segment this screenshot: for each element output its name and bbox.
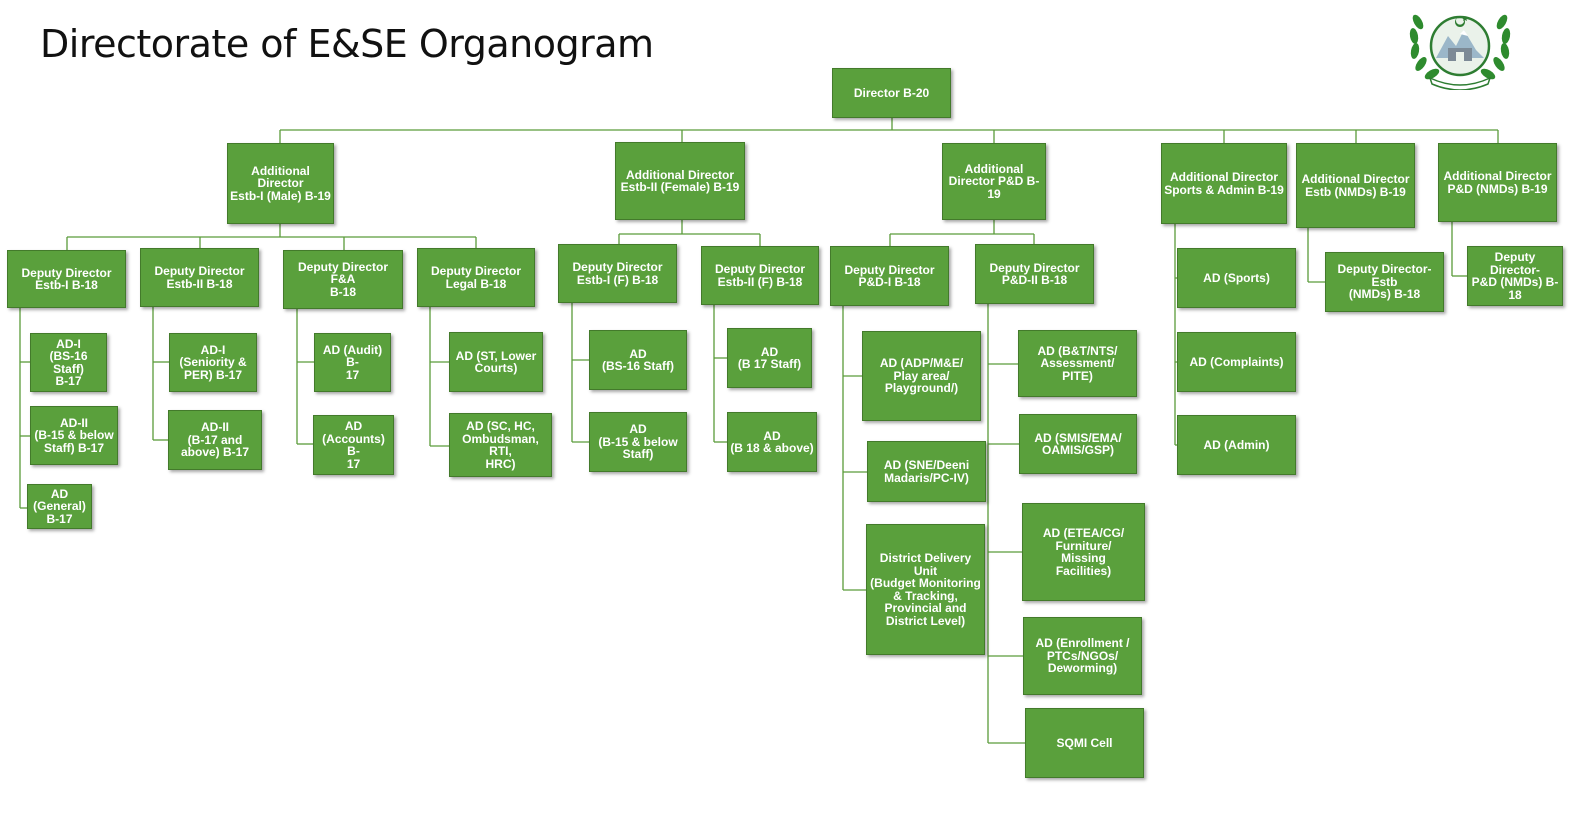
district-delivery-unit-label: District Delivery Unit (Budget Monitorin… [870,551,981,628]
additional-director-estb-ii-female-box: Additional Director Estb-II (Female) B-1… [615,142,745,220]
additional-director-pd-box: Additional Director P&D B-19 [942,143,1046,220]
deputy-director-estb-i-f-label: Deputy Director Estb-I (F) B-18 [572,260,663,287]
ad-adp-me-playarea-label: AD (ADP/M&E/ Play area/ Playground/) [879,356,964,396]
ad-bt-nts-assessment-label: AD (B&T/NTS/ Assessment/ PITE) [1037,343,1118,383]
ad-enrollment-ptcs-box: AD (Enrollment / PTCs/NGOs/ Deworming) [1023,617,1142,695]
ad-b15-below-staff-f-label: AD (B-15 & below Staff) [598,422,678,462]
ad-bt-nts-assessment-box: AD (B&T/NTS/ Assessment/ PITE) [1018,330,1137,397]
ad-b17-staff-f-label: AD (B 17 Staff) [737,344,802,371]
ad-accounts-box: AD (Accounts) B- 17 [313,415,394,475]
director-label: Director B-20 [853,85,930,100]
additional-director-estb-ii-female-label: Additional Director Estb-II (Female) B-1… [620,167,740,194]
additional-director-pd-nmds-label: Additional Director P&D (NMDs) B-19 [1443,169,1552,196]
ad-complaints-label: AD (Complaints) [1189,354,1284,369]
additional-director-sports-admin-label: Additional Director Sports & Admin B-19 [1164,170,1284,197]
ad-bs16-staff-f-box: AD (BS-16 Staff) [589,330,687,390]
ad-sc-hc-ombudsman-label: AD (SC, HC, Ombudsman, RTI, HRC) [462,419,539,471]
deputy-director-pd-nmds-label: Deputy Director- P&D (NMDs) B- 18 [1471,250,1559,302]
ad-general-label: AD (General) B-17 [33,486,86,526]
additional-director-estb-i-male-label: Additional Director Estb-I (Male) B-19 [230,163,331,203]
ad-admin-label: AD (Admin) [1203,437,1270,452]
ad-b18-above-f-label: AD (B 18 & above) [730,428,814,455]
ad-general-box: AD (General) B-17 [27,484,92,529]
ad-b18-above-f-box: AD (B 18 & above) [727,412,817,472]
kpk-emblem-logo [1409,14,1511,90]
ad-sne-deeni-madaris-box: AD (SNE/Deeni Madaris/PC-IV) [867,441,986,502]
additional-director-estb-nmds-box: Additional Director Estb (NMDs) B-19 [1296,143,1415,228]
ad-enrollment-ptcs-label: AD (Enrollment / PTCs/NGOs/ Deworming) [1035,636,1130,676]
deputy-director-pd-i-box: Deputy Director P&D-I B-18 [830,246,949,306]
additional-director-sports-admin-box: Additional Director Sports & Admin B-19 [1161,143,1287,224]
ad-sports-box: AD (Sports) [1177,248,1296,308]
ad-sc-hc-ombudsman-box: AD (SC, HC, Ombudsman, RTI, HRC) [449,413,552,477]
ad-ii-b17-above-box: AD-II (B-17 and above) B-17 [168,410,262,470]
deputy-director-pd-ii-box: Deputy Director P&D-II B-18 [975,244,1094,304]
deputy-director-estb-i-f-box: Deputy Director Estb-I (F) B-18 [558,244,677,303]
ad-ii-b15-below-staff-box: AD-II (B-15 & below Staff) B-17 [30,406,118,465]
ad-st-lower-courts-label: AD (ST, Lower Courts) [455,348,537,375]
ad-complaints-box: AD (Complaints) [1177,332,1296,392]
deputy-director-estb-ii-f-label: Deputy Director Estb-II (F) B-18 [714,262,806,289]
additional-director-pd-nmds-box: Additional Director P&D (NMDs) B-19 [1438,143,1557,222]
deputy-director-fa-label: Deputy Director F&A B-18 [297,259,389,299]
ad-etea-cg-furniture-box: AD (ETEA/CG/ Furniture/ Missing Faciliti… [1022,503,1145,601]
deputy-director-fa-box: Deputy Director F&A B-18 [283,250,403,309]
deputy-director-legal-label: Deputy Director Legal B-18 [430,264,522,291]
ad-ii-b17-above-label: AD-II (B-17 and above) B-17 [180,420,250,460]
sqmi-cell-box: SQMI Cell [1025,708,1144,778]
additional-director-pd-label: Additional Director P&D B-19 [948,161,1040,201]
ad-i-bs16-staff-box: AD-I (BS-16 Staff) B-17 [30,333,107,392]
deputy-director-estb-ii-box: Deputy Director Estb-II B-18 [140,248,259,307]
ad-i-seniority-per-label: AD-I (Seniority & PER) B-17 [179,342,247,382]
deputy-director-pd-i-label: Deputy Director P&D-I B-18 [844,262,935,289]
additional-director-estb-nmds-label: Additional Director Estb (NMDs) B-19 [1301,172,1410,199]
deputy-director-estb-nmds-label: Deputy Director-Estb (NMDs) B-18 [1337,262,1432,302]
deputy-director-pd-nmds-box: Deputy Director- P&D (NMDs) B- 18 [1467,246,1563,306]
ad-adp-me-playarea-box: AD (ADP/M&E/ Play area/ Playground/) [862,331,981,421]
ad-bs16-staff-f-label: AD (BS-16 Staff) [601,346,674,373]
deputy-director-estb-ii-f-box: Deputy Director Estb-II (F) B-18 [701,246,819,305]
director-box: Director B-20 [832,68,951,118]
sqmi-cell-label: SQMI Cell [1056,735,1113,750]
deputy-director-pd-ii-label: Deputy Director P&D-II B-18 [989,260,1080,287]
deputy-director-estb-nmds-box: Deputy Director-Estb (NMDs) B-18 [1325,252,1444,312]
ad-ii-b15-below-staff-label: AD-II (B-15 & below Staff) B-17 [34,415,114,455]
ad-smis-ema-label: AD (SMIS/EMA/ OAMIS/GSP) [1034,430,1122,457]
ad-i-seniority-per-box: AD-I (Seniority & PER) B-17 [169,333,257,392]
district-delivery-unit-box: District Delivery Unit (Budget Monitorin… [866,524,985,655]
ad-etea-cg-furniture-label: AD (ETEA/CG/ Furniture/ Missing Faciliti… [1042,526,1125,578]
deputy-director-estb-i-label: Deputy Director Estb-I B-18 [21,265,112,292]
additional-director-estb-i-male-box: Additional Director Estb-I (Male) B-19 [227,143,334,224]
page-title: Directorate of E&SE Organogram [40,22,654,66]
ad-sne-deeni-madaris-label: AD (SNE/Deeni Madaris/PC-IV) [883,458,970,485]
ad-accounts-label: AD (Accounts) B- 17 [322,419,385,471]
ad-admin-box: AD (Admin) [1177,415,1296,475]
ad-audit-box: AD (Audit) B- 17 [314,333,391,392]
deputy-director-legal-box: Deputy Director Legal B-18 [417,248,535,307]
ad-sports-label: AD (Sports) [1203,270,1270,285]
ad-b15-below-staff-f-box: AD (B-15 & below Staff) [589,412,687,472]
deputy-director-estb-i-box: Deputy Director Estb-I B-18 [7,250,126,308]
ad-b17-staff-f-box: AD (B 17 Staff) [727,328,812,388]
ad-st-lower-courts-box: AD (ST, Lower Courts) [449,332,543,392]
deputy-director-estb-ii-label: Deputy Director Estb-II B-18 [154,264,245,291]
ad-i-bs16-staff-label: AD-I (BS-16 Staff) B-17 [49,336,88,388]
ad-smis-ema-box: AD (SMIS/EMA/ OAMIS/GSP) [1019,414,1137,474]
ad-audit-label: AD (Audit) B- 17 [322,342,383,382]
